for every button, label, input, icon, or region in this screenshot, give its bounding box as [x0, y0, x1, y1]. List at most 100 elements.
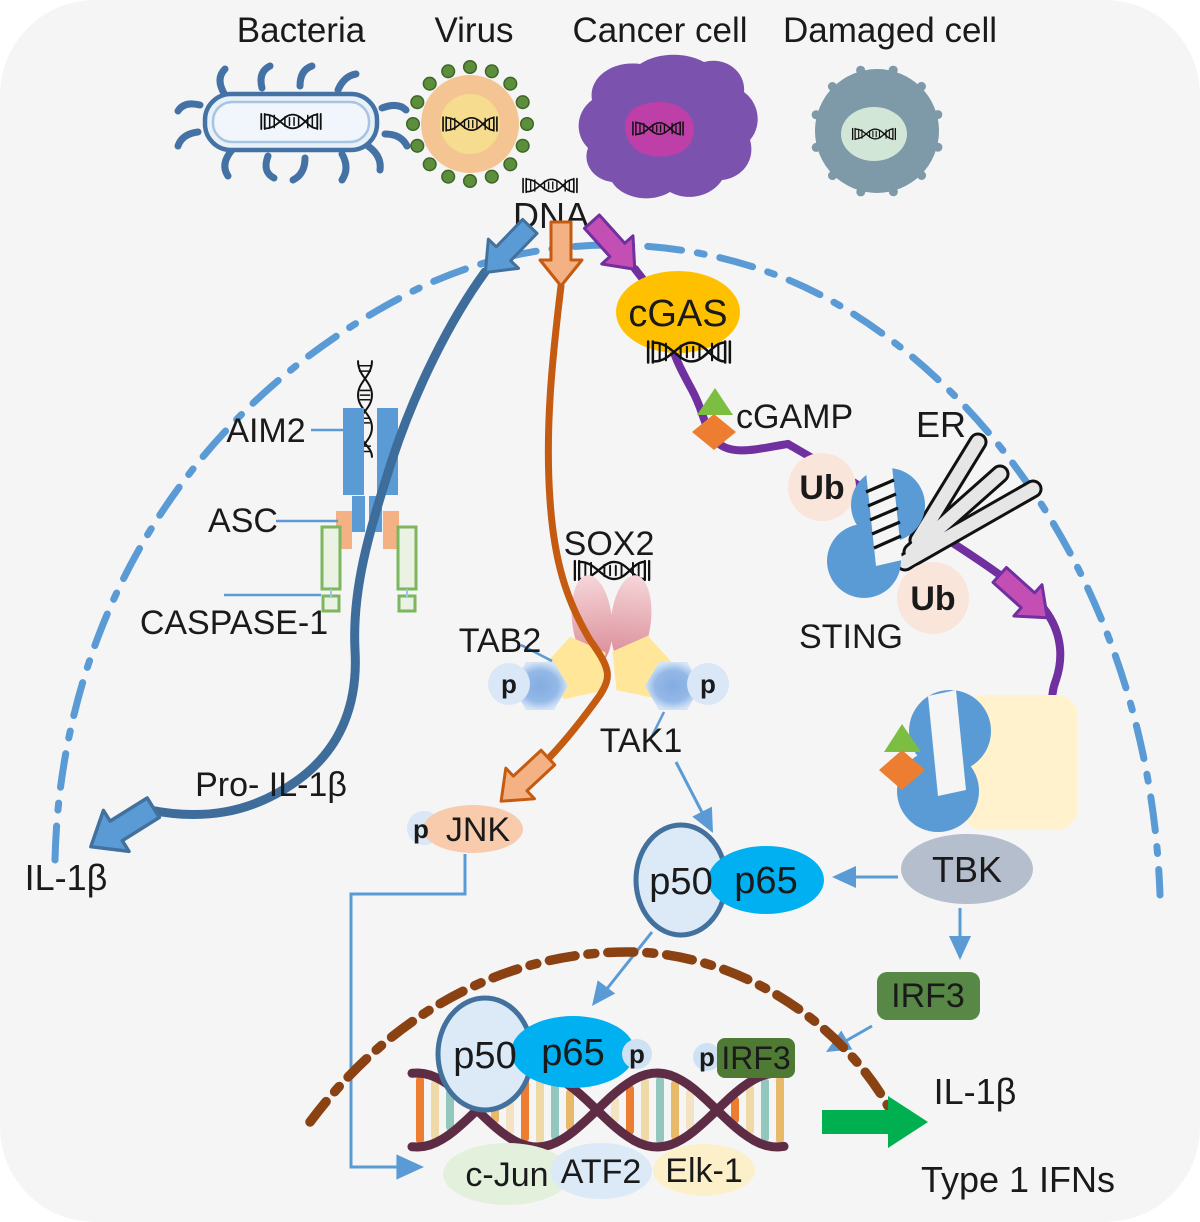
elk1-node	[653, 1144, 755, 1196]
virus-spike	[484, 169, 499, 184]
sox2-complex: SOX2 p p TAB2 TAK1	[459, 525, 729, 760]
damaged-cell-label: Damaged cell	[783, 11, 997, 50]
tab2-pointer-line	[520, 643, 553, 663]
cancer-cell-icon	[578, 54, 758, 199]
type1-ifns-label: Type 1 IFNs	[921, 1159, 1115, 1200]
ub-node: Ub	[897, 562, 969, 634]
virus-spike	[462, 173, 478, 189]
caspase1-shape	[320, 525, 418, 613]
damaged-cell-icon	[811, 65, 943, 197]
phospho-badge	[687, 663, 729, 705]
virus-spike	[410, 138, 425, 153]
elk1-label: Elk-1	[665, 1152, 742, 1190]
sox2-label: SOX2	[564, 525, 655, 563]
cgamp-diamond-icon	[879, 750, 925, 790]
irf3-cytoplasm-node: IRF3	[877, 972, 980, 1020]
cgamp-triangle-icon	[884, 724, 921, 752]
cgamp-node: cGAMP	[692, 388, 853, 450]
il1b-left-label: IL-1β	[25, 857, 108, 898]
jnk-to-cjun-line	[349, 854, 467, 1169]
p65-label: p65	[541, 1032, 604, 1074]
aim2-inflammasome: AIM2 ASC CASPASE-1	[140, 359, 418, 642]
trigger-row: Bacteria Virus Cancer cell Damaged cell	[174, 11, 997, 199]
cancer-cell-label: Cancer cell	[572, 11, 747, 50]
asc-label: ASC	[208, 502, 278, 540]
irf3-nuclear-node	[717, 1038, 795, 1078]
sting-tbk-complex	[879, 690, 1078, 832]
virus-spike	[462, 59, 478, 75]
sox2-route-path	[544, 282, 611, 762]
p65-node	[511, 1016, 635, 1088]
phospho-badge	[693, 1043, 721, 1071]
nuclear-factors: p50 p65 p p IRF3 c-Jun ATF2 Elk-1	[435, 995, 795, 1205]
virus-icon	[405, 59, 535, 189]
sting-translocation-path	[1033, 597, 1065, 701]
virus-spike	[503, 157, 518, 172]
complex-box	[962, 695, 1078, 830]
virus-spike	[422, 76, 437, 91]
jnk-node: p JNK	[407, 805, 523, 853]
asc-shape	[383, 511, 399, 549]
aim2-route-path	[145, 267, 490, 820]
p50-label: p50	[453, 1035, 516, 1077]
atf2-label: ATF2	[561, 1153, 642, 1191]
ub-node: Ub	[788, 453, 856, 521]
caspase1-label: CASPASE-1	[140, 604, 328, 642]
promoter-dna-bars	[416, 1076, 784, 1144]
virus-spike	[515, 95, 530, 110]
phospho-label: p	[413, 814, 429, 844]
cjun-label: c-Jun	[465, 1156, 548, 1194]
bacteria-icon	[174, 62, 411, 184]
transcription-output-arrow	[822, 1096, 928, 1148]
ub-label: Ub	[799, 469, 844, 507]
aim2-label: AIM2	[226, 412, 305, 450]
tab2-label: TAB2	[459, 622, 542, 660]
p65-node	[708, 846, 824, 914]
phospho-label: p	[629, 1039, 645, 1069]
irf3-label: IRF3	[891, 977, 965, 1015]
er-sting-complex: ER Ub Ub STING	[788, 404, 1043, 656]
tbk-node: TBK	[901, 834, 1033, 904]
virus-spike	[519, 116, 535, 132]
cgamp-label: cGAMP	[736, 398, 853, 436]
cgamp-triangle-icon	[697, 388, 733, 415]
pro-il1b-label: Pro- IL-1β	[195, 766, 347, 804]
virus-spikes	[405, 59, 535, 189]
virus-spike	[410, 95, 425, 110]
nfkb-to-nucleus-line	[604, 931, 654, 991]
cgas-node: cGAS	[616, 271, 740, 364]
nfkb-cytoplasm: p50 p65	[633, 822, 824, 938]
phospho-label: p	[699, 1042, 715, 1072]
tak1-shape	[645, 662, 701, 710]
irf3-to-nucleus-line	[843, 1024, 873, 1044]
cgas-label: cGAS	[628, 293, 727, 335]
p65-label: p65	[734, 860, 797, 902]
p50-label: p50	[649, 861, 712, 903]
tak1-pointer-line	[648, 711, 666, 741]
ub-label: Ub	[910, 580, 955, 618]
virus-spike	[515, 138, 530, 153]
irf3-label: IRF3	[721, 1040, 790, 1076]
atf2-node	[550, 1143, 652, 1199]
nuclear-membrane	[305, 947, 893, 1127]
virus-spike	[422, 157, 437, 172]
virus-spike	[484, 64, 499, 79]
cjun-node	[443, 1143, 571, 1205]
virus-label: Virus	[434, 11, 513, 50]
virus-spike	[405, 116, 421, 132]
phospho-label: p	[700, 669, 716, 699]
phospho-badge	[622, 1039, 652, 1069]
phospho-badge	[488, 663, 530, 705]
er-icon	[895, 432, 1043, 572]
il1b-right-label: IL-1β	[934, 1071, 1017, 1112]
phospho-label: p	[501, 669, 517, 699]
tak1-label: TAK1	[600, 722, 683, 760]
virus-spike	[503, 76, 518, 91]
virus-spike	[441, 64, 456, 79]
tak1-to-p50-line	[674, 761, 708, 821]
tbk-label: TBK	[932, 849, 1002, 890]
sting-icon	[827, 466, 925, 598]
er-label: ER	[916, 404, 966, 445]
